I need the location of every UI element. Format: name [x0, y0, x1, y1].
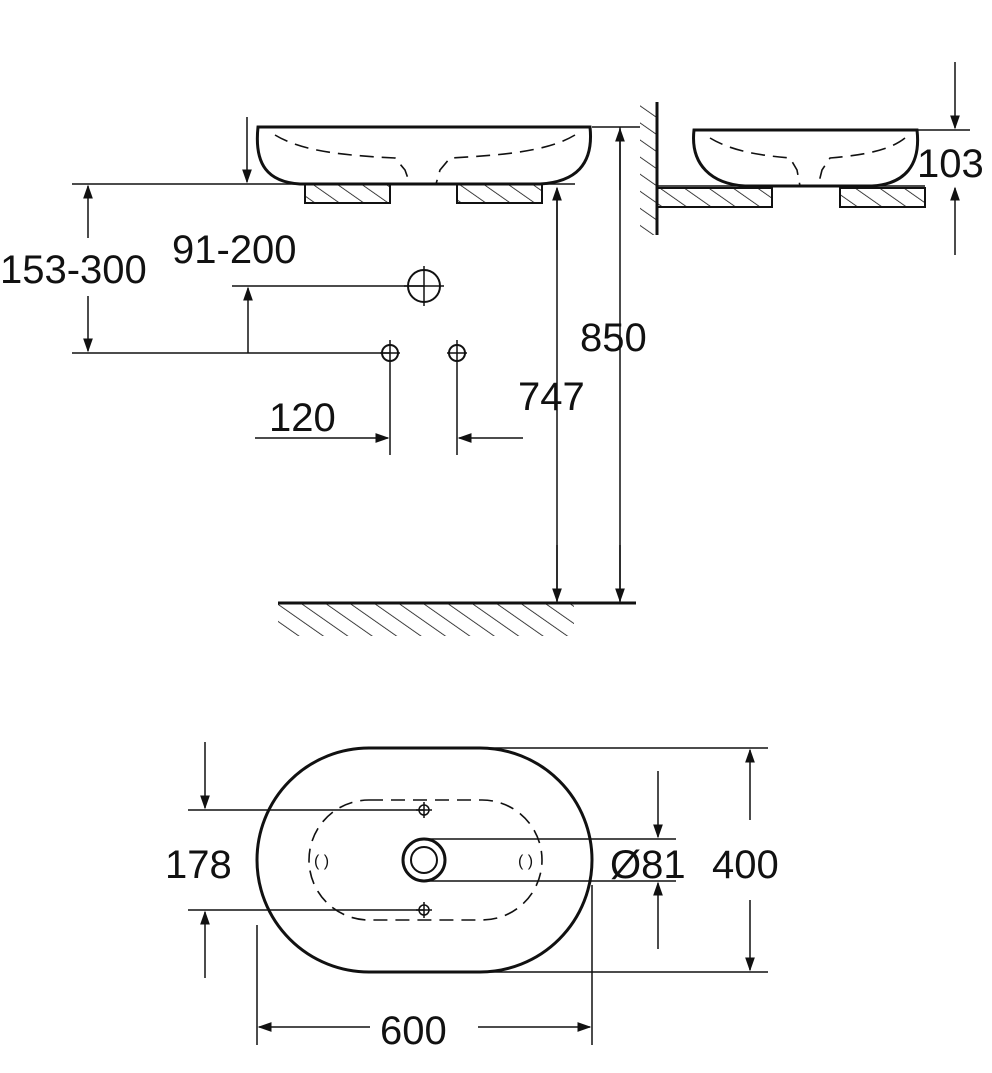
dim-drain-diameter: Ø81: [610, 843, 686, 887]
counter-side-right: [839, 187, 926, 208]
dim-height-total: 850: [580, 316, 647, 360]
basin-shell-side: [692, 128, 920, 188]
drain-inner: [410, 846, 438, 874]
front-elevation: 153-300 91-200 120 747 850: [0, 117, 647, 636]
basin-inner-front: [274, 134, 576, 185]
dim-faucet-offset: 91-200: [172, 228, 297, 272]
counter-block-right: [456, 183, 543, 204]
wall-hatch: [640, 102, 657, 235]
floor-hatch: [278, 604, 574, 636]
dim-inlet-spacing: 120: [269, 396, 336, 440]
dim-mount-range: 153-300: [0, 248, 147, 292]
basin-inner-side: [709, 137, 906, 187]
plan-view: ( ) ( ) 178 Ø81 400: [165, 742, 779, 1053]
basin-outline-plan: [255, 746, 594, 974]
dim-width: 600: [380, 1009, 447, 1053]
basin-shell-front: [255, 125, 593, 186]
counter-block-left: [304, 183, 391, 204]
side-section: 103: [640, 62, 984, 255]
dim-depth: 400: [712, 843, 779, 887]
overflow-right: ( ): [518, 853, 533, 870]
dim-height-inner: 747: [518, 375, 585, 419]
dim-inner-width: 178: [165, 843, 232, 887]
overflow-left: ( ): [314, 853, 329, 870]
dim-basin-height: 103: [917, 142, 984, 186]
counter-side-left: [656, 187, 773, 208]
drain-outer: [401, 837, 447, 883]
basin-inner-plan: [308, 799, 543, 921]
